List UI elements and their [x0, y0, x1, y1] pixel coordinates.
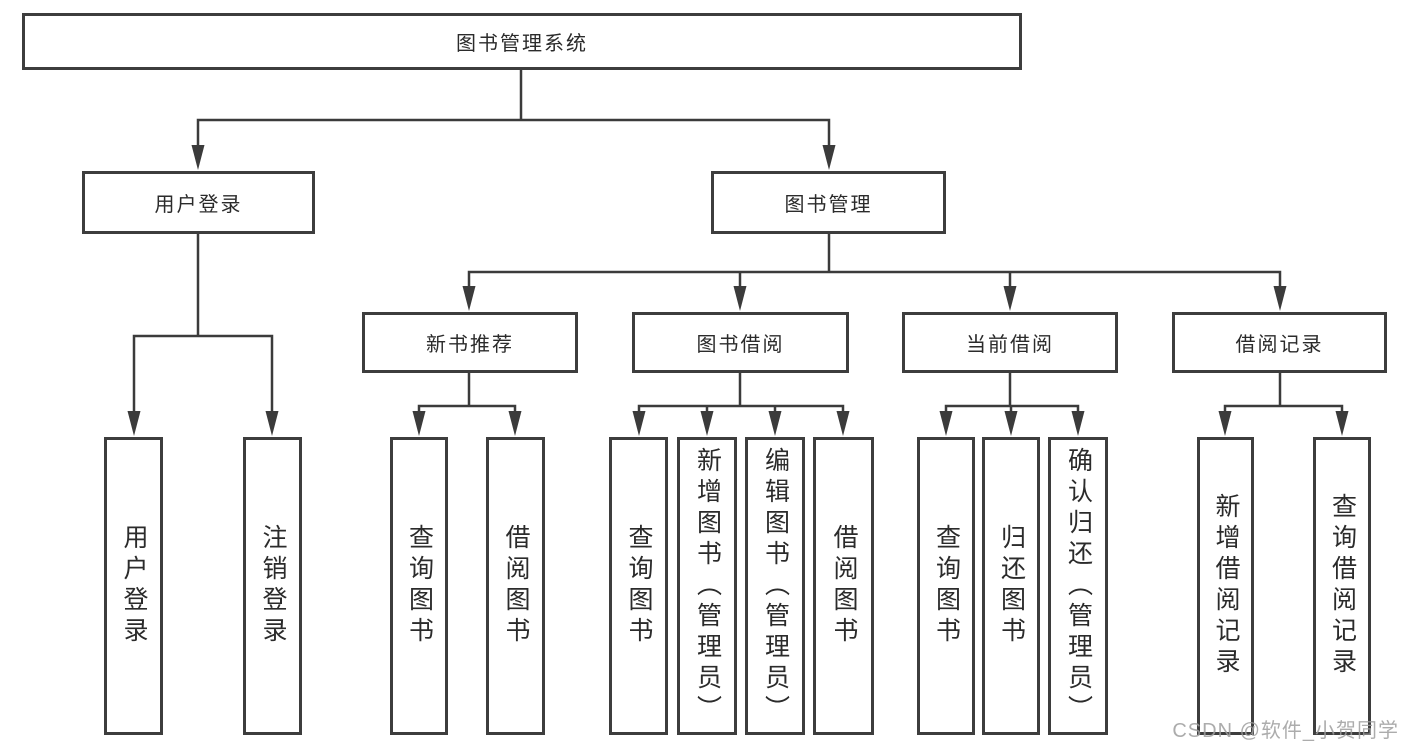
node-label: 图书借阅 [696, 334, 785, 356]
leaf-confirm-return-admin: 确认归还（管理员） [1048, 437, 1108, 735]
node-label: 新书推荐 [426, 334, 514, 356]
leaf-label: 查询图书 [932, 524, 961, 648]
leaf-borrow-books: 借阅图书 [486, 437, 545, 735]
leaf-query-books: 查询图书 [609, 437, 668, 735]
node-new-book-recommend: 新书推荐 [362, 312, 578, 373]
leaf-label: 新增借阅记录 [1212, 493, 1240, 679]
leaf-edit-books-admin: 编辑图书（管理员） [745, 437, 805, 735]
leaf-label: 注销登录 [259, 524, 287, 648]
node-label: 图书管理系统 [456, 33, 588, 55]
node-label: 借阅记录 [1235, 334, 1324, 356]
node-book-borrow: 图书借阅 [632, 312, 849, 373]
leaf-user-login: 用户登录 [104, 437, 163, 735]
leaf-label: 查询借阅记录 [1328, 493, 1357, 679]
node-label: 当前借阅 [966, 334, 1054, 356]
node-label: 用户登录 [154, 194, 243, 216]
connector-edges [132, 68, 1344, 418]
leaf-query-books: 查询图书 [917, 437, 975, 735]
leaf-query-books: 查询图书 [390, 437, 448, 735]
leaf-borrow-books: 借阅图书 [813, 437, 874, 735]
leaf-label: 编辑图书（管理员） [761, 446, 790, 726]
node-book-management-branch: 图书管理 [711, 171, 946, 234]
node-library-management-system: 图书管理系统 [22, 13, 1022, 70]
leaf-label: 借阅图书 [830, 524, 858, 648]
leaf-label: 借阅图书 [502, 524, 530, 648]
arrow-down-icons [127, 145, 1349, 436]
leaf-label: 确认归还（管理员） [1064, 446, 1093, 726]
leaf-logout: 注销登录 [243, 437, 302, 735]
leaf-label: 用户登录 [120, 524, 148, 648]
leaf-label: 新增图书（管理员） [693, 446, 722, 726]
node-borrow-records: 借阅记录 [1172, 312, 1387, 373]
node-user-login-branch: 用户登录 [82, 171, 315, 234]
leaf-label: 归还图书 [997, 524, 1026, 648]
node-current-borrow: 当前借阅 [902, 312, 1118, 373]
node-label: 图书管理 [784, 194, 873, 216]
leaf-query-borrow-record: 查询借阅记录 [1313, 437, 1371, 735]
leaf-add-borrow-record: 新增借阅记录 [1197, 437, 1254, 735]
leaf-label: 查询图书 [405, 524, 434, 648]
leaf-label: 查询图书 [625, 524, 653, 648]
leaf-return-books: 归还图书 [982, 437, 1040, 735]
leaf-add-books-admin: 新增图书（管理员） [677, 437, 737, 735]
